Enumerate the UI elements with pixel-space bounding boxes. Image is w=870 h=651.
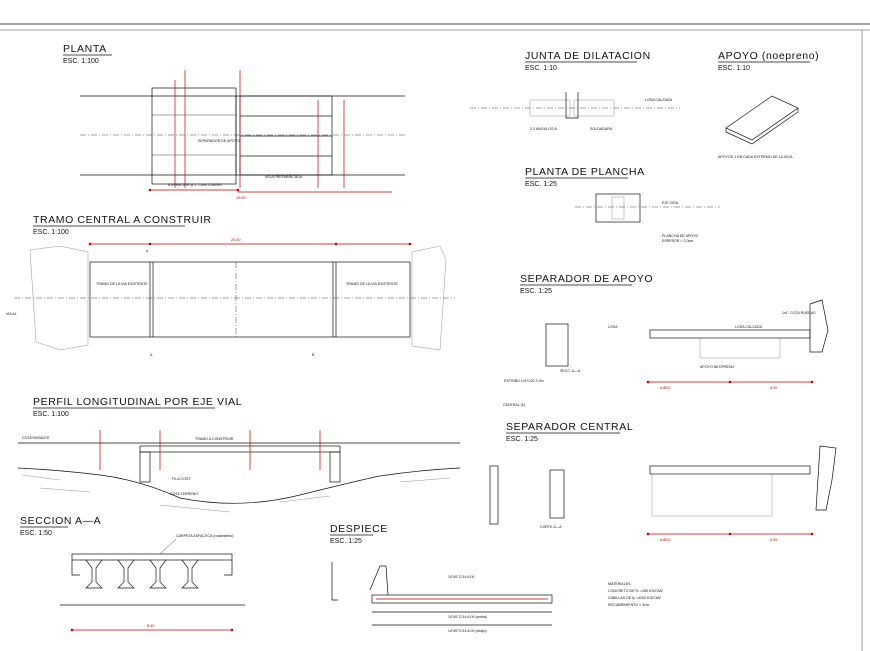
plancha-espesor: ESPESOR = 2.0cm: [662, 239, 693, 243]
seccion-slab: [71, 553, 233, 561]
view-planta: PLANTA ESC. 1:100 8 ESPACIOS @ 1' C/4m C…: [63, 43, 405, 200]
planta-deck: [151, 87, 237, 185]
materials-title: MATERIALES: [608, 582, 631, 586]
sep-apoyo-title: SEPARADOR DE APOYO: [520, 273, 653, 285]
despiece-slab: [371, 594, 553, 604]
sep-central-dim: 5.85/2: [660, 538, 671, 542]
sep-apoyo-scale: ESC. 1:25: [520, 288, 552, 295]
despiece-bar-bottom: 14°#5°C/14.6.00 (abajo): [448, 629, 487, 633]
plancha-label: PLANCHA DE APOYO: [662, 234, 699, 238]
materials-line-1: CONCRETO DE f'c =280 KG/CM2: [608, 589, 663, 593]
view-despiece: DESPIECE ESC. 1:25 14°#5°C/14.6.00 14°#5…: [330, 523, 553, 633]
sep-apoyo-estribo: ESTRIBO 1/4"C/20 3.3m: [504, 379, 544, 383]
view-perfil: PERFIL LONGITUDINAL POR EJE VIAL ESC. 1:…: [17, 396, 461, 513]
central-mark: CENTRAL (¢): [503, 403, 525, 407]
tramo-abutment-left: [29, 245, 89, 351]
tramo-section-b: B: [312, 353, 315, 357]
seccion-title: SECCION A—A: [20, 515, 101, 527]
sep-apoyo-seca: SECC. A—A: [560, 369, 581, 373]
perfil-fila: FILA COST.: [172, 477, 191, 481]
sep-apoyo-section: [545, 323, 569, 367]
sep-central-title: SEPARADOR CENTRAL: [506, 421, 633, 433]
despiece-top-bar: 14°#5°C/14.6.00: [448, 575, 474, 579]
view-apoyo: APOYO (noepreno) ESC. 1:10 APOYOS 1 EN C…: [718, 50, 819, 159]
sep-central-scale: ESC. 1:25: [506, 436, 538, 443]
sep-apoyo-dim: 5.85/2: [660, 386, 671, 390]
view-seccion: SECCION A—A ESC. 1:50 8.40 CARPETA ASFAL…: [20, 515, 245, 632]
svg-text:VIA AL: VIA AL: [6, 312, 17, 316]
planta-total-dim: 10.00: [236, 196, 246, 200]
plancha-scale: ESC. 1:25: [525, 181, 557, 188]
svg-text:VIGA PREFABRICADA: VIGA PREFABRICADA: [265, 175, 303, 179]
svg-text:SEPARADOR DE APOYO: SEPARADOR DE APOYO: [198, 139, 240, 143]
apoyo-note: APOYOS 1 EN CADA EXTREMO DE LA VIGA: [718, 155, 793, 159]
perfil-scale: ESC. 1:100: [33, 411, 69, 418]
planta-title: PLANTA: [63, 43, 107, 55]
view-tramo-central: TRAMO CENTRAL A CONSTRUIR ESC. 1:100 20.…: [6, 214, 455, 357]
tramo-scale: ESC. 1:100: [33, 229, 69, 236]
seccion-scale: ESC. 1:50: [20, 530, 52, 537]
view-sep-central: SEPARADOR CENTRAL ESC. 1:25 5.85/2 5.00 …: [489, 421, 837, 542]
svg-text:TRAMO DE LA VIA EXISTENTE: TRAMO DE LA VIA EXISTENTE: [96, 282, 148, 286]
plancha-title: PLANTA DE PLANCHA: [525, 166, 645, 178]
sep-apoyo-dim2: 5.00: [770, 386, 777, 390]
tramo-abutment-right: [411, 245, 447, 351]
junta-soldadura: SOLDADURA: [590, 127, 613, 131]
tramo-title: TRAMO CENTRAL A CONSTRUIR: [33, 214, 212, 226]
sep-apoyo-losa: LOSA CALZADA: [735, 325, 763, 329]
plancha-eje: EJE VIGA: [662, 201, 679, 205]
tramo-deck: [89, 261, 411, 338]
tramo-section-a: A: [150, 353, 153, 357]
apoyo-scale: ESC. 1:10: [718, 65, 750, 72]
despiece-scale: ESC. 1:25: [330, 538, 362, 545]
materials-line-2: CABILLAS DE fy =4200 KG/CM2: [608, 596, 661, 600]
svg-text:TRAMO DE LA VIA EXISTENTE: TRAMO DE LA VIA EXISTENTE: [346, 282, 398, 286]
junta-scale: ESC. 1:10: [525, 65, 557, 72]
planta-spacing-note: 8 ESPACIOS @ 1' C/4m C/DERS: [168, 183, 222, 187]
sep-apoyo-cota: 1x1" COTA RUEDAS: [782, 311, 816, 315]
sep-central-section: [489, 465, 499, 525]
materials-line-3: RECUBRIMIENTO = 3cm.: [608, 603, 650, 607]
sep-central-beam: [651, 473, 773, 517]
perfil-cota-rasante: COTA RASANTE: [22, 436, 50, 440]
junta-angulos: 2-2 ANGULOS 8: [530, 127, 557, 131]
despiece-title: DESPIECE: [330, 523, 388, 535]
tramo-total-dim: 20.00: [231, 238, 241, 242]
apoyo-pad: [725, 95, 799, 141]
perfil-deck: [139, 445, 341, 453]
apoyo-title: APOYO (noepreno): [718, 50, 819, 62]
seccion-girders: [85, 559, 199, 589]
seccion-total-dim: 8.40: [147, 624, 154, 628]
view-plancha: PLANTA DE PLANCHA ESC. 1:25 EJE VIGA PLA…: [525, 166, 720, 243]
sep-apoyo-beam: [699, 337, 781, 359]
view-sep-apoyo: SEPARADOR DE APOYO ESC. 1:25 5.85/2 5.00…: [503, 273, 829, 407]
perfil-tramo-construir: TRAMO A CONSTRUIR: [195, 437, 234, 441]
perfil-terrain: [17, 467, 461, 504]
planta-scale: ESC. 1:100: [63, 58, 99, 65]
perfil-title: PERFIL LONGITUDINAL POR EJE VIAL: [33, 396, 242, 408]
junta-losa: LOSA CALZADA: [645, 98, 673, 102]
sep-apoyo-neopreno: APOYO NEOPRENO: [700, 365, 735, 369]
plancha-plate: [611, 196, 625, 220]
despiece-bar-top: 14°#5°C/14.6.00 (arriba): [448, 615, 487, 619]
svg-text:A: A: [146, 249, 149, 253]
sep-apoyo-losa-left: LOSA: [608, 325, 618, 329]
perfil-cota-terreno: COTA TERRENO: [170, 492, 198, 496]
seccion-carpeta: CARPETA ASFALTICA (rodamiento): [176, 534, 234, 538]
sep-central-dim2: 5.00: [770, 538, 777, 542]
junta-title: JUNTA DE DILATACION: [525, 50, 651, 62]
view-junta: JUNTA DE DILATACION ESC. 1:10 LOSA CALZA…: [470, 50, 680, 131]
sep-central-corte: CORTE A—A: [540, 525, 562, 529]
materials-note: MATERIALES CONCRETO DE f'c =280 KG/CM2 C…: [608, 582, 663, 607]
